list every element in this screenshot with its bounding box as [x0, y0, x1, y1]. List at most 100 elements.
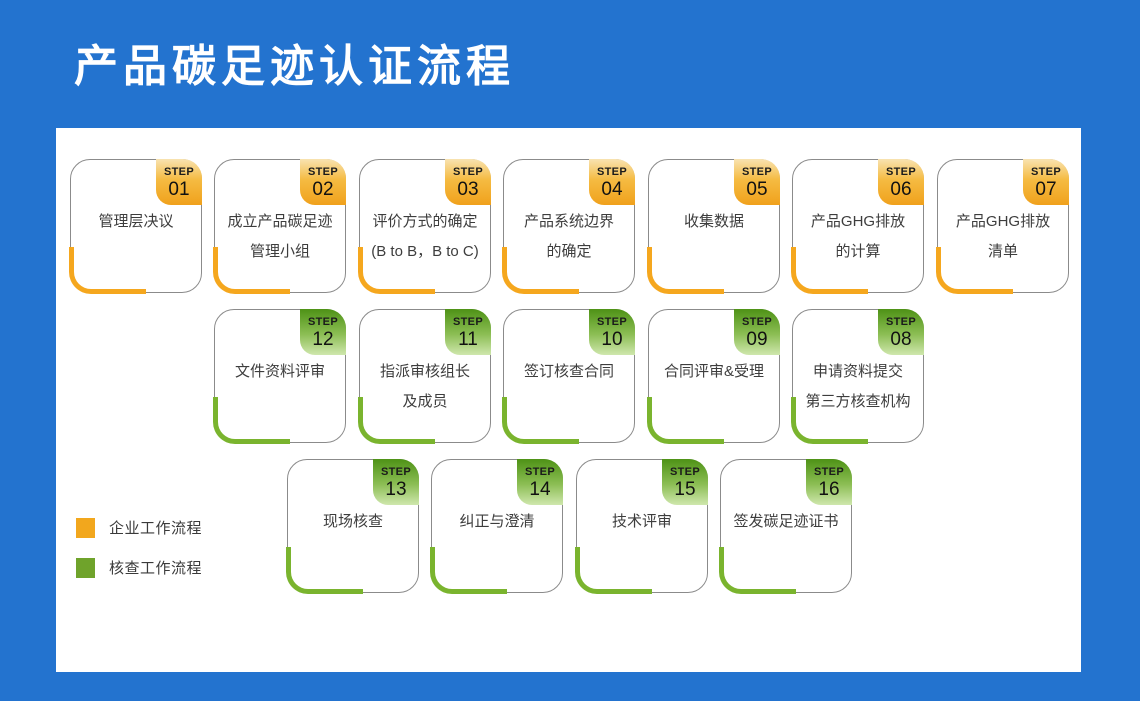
step-badge: STEP 07 — [1023, 159, 1069, 205]
step-badge-number: 06 — [890, 178, 912, 200]
step-title-line2: 及成员 — [402, 393, 448, 410]
step-card-07: STEP 07 产品GHG排放 清单 — [936, 159, 1069, 294]
step-badge-word: STEP — [597, 315, 627, 328]
corner-accent-arc — [502, 247, 579, 294]
step-card-08: STEP 08 申请资料提交 第三方核查机构 — [791, 309, 924, 444]
step-card-09: STEP 09 合同评审&受理 — [647, 309, 780, 444]
step-badge-word: STEP — [308, 165, 338, 178]
step-badge-word: STEP — [453, 165, 483, 178]
step-title-line1: 管理层决议 — [98, 213, 174, 230]
step-card-11: STEP 11 指派审核组长 及成员 — [358, 309, 491, 444]
step-badge-word: STEP — [742, 315, 772, 328]
step-title: 技术评审 — [579, 507, 705, 537]
step-badge: STEP 10 — [589, 309, 635, 355]
step-badge-number: 01 — [168, 178, 190, 200]
step-card-04: STEP 04 产品系统边界 的确定 — [502, 159, 635, 294]
step-title-line1: 评价方式的确定 — [372, 213, 478, 230]
step-badge: STEP 04 — [589, 159, 635, 205]
step-title-line1: 现场核查 — [322, 513, 383, 530]
step-badge-word: STEP — [597, 165, 627, 178]
step-title: 纠正与澄清 — [434, 507, 560, 537]
step-title: 签订核查合同 — [506, 357, 632, 387]
page-title: 产品碳足迹认证流程 — [74, 42, 515, 91]
step-title-line1: 产品GHG排放 — [810, 213, 906, 230]
step-badge: STEP 16 — [806, 459, 852, 505]
step-card-10: STEP 10 签订核查合同 — [502, 309, 635, 444]
step-badge: STEP 12 — [300, 309, 346, 355]
corner-accent-arc — [936, 247, 1013, 294]
step-title: 文件资料评审 — [217, 357, 343, 387]
step-title-line1: 成立产品碳足迹 — [227, 213, 333, 230]
step-badge-number: 11 — [458, 328, 478, 350]
step-badge-word: STEP — [453, 315, 483, 328]
step-title-line1: 产品系统边界 — [523, 213, 614, 230]
corner-accent-arc — [286, 547, 363, 594]
corner-accent-arc — [575, 547, 652, 594]
step-title-line2: 清单 — [987, 243, 1018, 260]
step-badge-number: 09 — [746, 328, 768, 350]
step-title-line1: 产品GHG排放 — [955, 213, 1051, 230]
step-badge: STEP 02 — [300, 159, 346, 205]
step-card-13: STEP 13 现场核查 — [286, 459, 419, 594]
step-title: 评价方式的确定 (B to B，B to C) — [362, 207, 488, 267]
step-badge-word: STEP — [670, 465, 700, 478]
step-title: 申请资料提交 第三方核查机构 — [795, 357, 921, 417]
corner-accent-arc — [791, 247, 868, 294]
corner-accent-arc — [358, 397, 435, 444]
step-badge: STEP 08 — [878, 309, 924, 355]
corner-accent-arc — [647, 397, 724, 444]
step-card-05: STEP 05 收集数据 — [647, 159, 780, 294]
corner-accent-arc — [502, 397, 579, 444]
step-badge-number: 07 — [1035, 178, 1057, 200]
step-badge-word: STEP — [525, 465, 555, 478]
content-panel: STEP 01 管理层决议 STEP 02 成立产品碳足迹 管理小组 STEP … — [56, 128, 1081, 672]
step-badge-word: STEP — [742, 165, 772, 178]
step-badge: STEP 11 — [445, 309, 491, 355]
step-badge-word: STEP — [1031, 165, 1061, 178]
step-badge-number: 13 — [385, 478, 407, 500]
corner-accent-arc — [719, 547, 796, 594]
step-badge-word: STEP — [886, 315, 916, 328]
corner-accent-arc — [69, 247, 146, 294]
step-badge: STEP 05 — [734, 159, 780, 205]
corner-accent-arc — [213, 397, 290, 444]
step-title: 产品GHG排放 清单 — [940, 207, 1066, 267]
step-title-line1: 签发碳足迹证书 — [733, 513, 839, 530]
step-badge: STEP 01 — [156, 159, 202, 205]
enterprise-color-swatch — [76, 517, 95, 538]
step-title-line1: 合同评审&受理 — [663, 363, 764, 380]
step-badge-word: STEP — [308, 315, 338, 328]
step-badge-word: STEP — [814, 465, 844, 478]
step-badge-number: 08 — [890, 328, 912, 350]
corner-accent-arc — [213, 247, 290, 294]
step-title-line1: 签订核查合同 — [523, 363, 614, 380]
step-card-15: STEP 15 技术评审 — [575, 459, 708, 594]
corner-accent-arc — [430, 547, 507, 594]
step-badge: STEP 14 — [517, 459, 563, 505]
step-title: 合同评审&受理 — [651, 357, 777, 387]
legend-label: 企业工作流程 — [109, 520, 203, 537]
step-badge-word: STEP — [886, 165, 916, 178]
corner-accent-arc — [791, 397, 868, 444]
verification-color-swatch — [76, 557, 95, 578]
legend-item-enterprise: 企业工作流程 — [76, 517, 202, 538]
step-card-12: STEP 12 文件资料评审 — [213, 309, 346, 444]
corner-accent-arc — [358, 247, 435, 294]
step-badge-word: STEP — [381, 465, 411, 478]
step-title-line1: 纠正与澄清 — [459, 513, 535, 530]
legend-item-verification: 核查工作流程 — [76, 557, 202, 578]
step-title-line1: 文件资料评审 — [234, 363, 325, 380]
step-badge-number: 02 — [312, 178, 334, 200]
step-badge-number: 14 — [529, 478, 551, 500]
step-card-01: STEP 01 管理层决议 — [69, 159, 202, 294]
step-title-line1: 指派审核组长 — [379, 363, 470, 380]
step-badge: STEP 03 — [445, 159, 491, 205]
step-title: 产品GHG排放 的计算 — [795, 207, 921, 267]
step-title-line2: (B to B，B to C) — [371, 243, 479, 260]
step-badge: STEP 13 — [373, 459, 419, 505]
step-card-03: STEP 03 评价方式的确定 (B to B，B to C) — [358, 159, 491, 294]
step-badge-number: 05 — [746, 178, 768, 200]
step-card-16: STEP 16 签发碳足迹证书 — [719, 459, 852, 594]
step-title: 管理层决议 — [73, 207, 199, 237]
step-title-line1: 技术评审 — [611, 513, 672, 530]
